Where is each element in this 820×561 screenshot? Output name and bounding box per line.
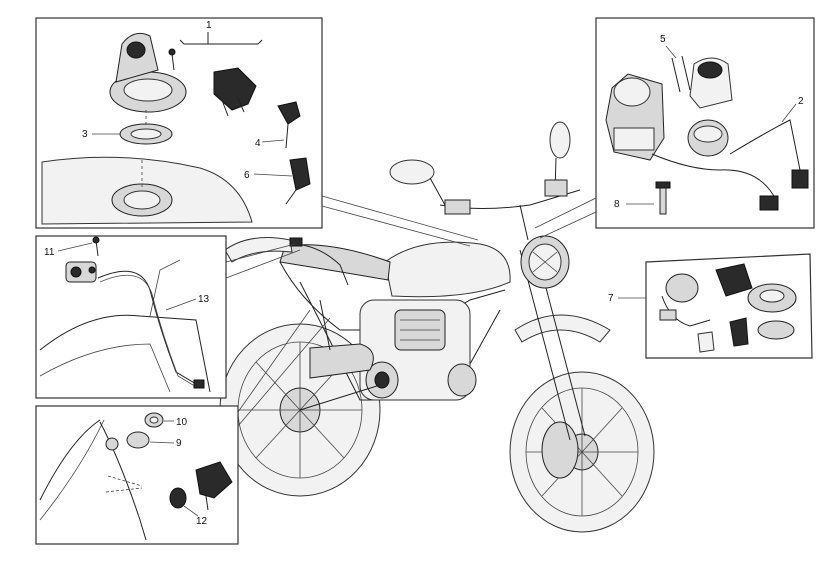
exhaust [309, 343, 374, 379]
panel-cable-keys: 10 9 12 [35, 405, 239, 545]
callout-13: 13 [198, 294, 210, 305]
headlight [520, 235, 570, 289]
panel-lock-set: 7 [608, 253, 813, 359]
callout-3: 3 [82, 129, 88, 140]
seat [279, 244, 391, 281]
callout-5: 5 [660, 34, 666, 45]
fuel-cap [109, 32, 187, 113]
key-12 [169, 461, 233, 511]
leader-lines [225, 195, 597, 427]
lock-barrel [126, 431, 150, 449]
callout-10: 10 [176, 417, 188, 428]
callout-8: 8 [614, 199, 620, 210]
callout-1: 1 [206, 20, 212, 31]
callout-7: 7 [608, 293, 614, 304]
panel-fuel-cap: 1 3 4 6 [35, 17, 323, 229]
callout-6a: 6 [244, 170, 250, 181]
seat-lock [65, 261, 97, 283]
front-fender [514, 314, 611, 343]
engine [359, 299, 477, 401]
callout-12: 12 [196, 516, 208, 527]
switch-ring [687, 119, 729, 157]
lock-set-components [659, 263, 797, 353]
ignition-switch [605, 73, 665, 161]
front-wheel [509, 371, 655, 533]
callout-9: 9 [176, 438, 182, 449]
key-6 [253, 157, 311, 205]
switch-cover [689, 57, 733, 109]
panel-ignition-switch: 5 2 8 [595, 17, 815, 229]
callout-11: 11 [44, 247, 55, 258]
handlebars [389, 121, 581, 241]
fuel-tank [384, 241, 511, 298]
panel-seat-lock: 11 13 [35, 235, 227, 399]
callout-4: 4 [255, 138, 261, 149]
key-4 [261, 101, 301, 149]
key-set [179, 32, 263, 117]
callout-2: 2 [798, 96, 804, 107]
motorcycle-illustration [219, 121, 655, 533]
